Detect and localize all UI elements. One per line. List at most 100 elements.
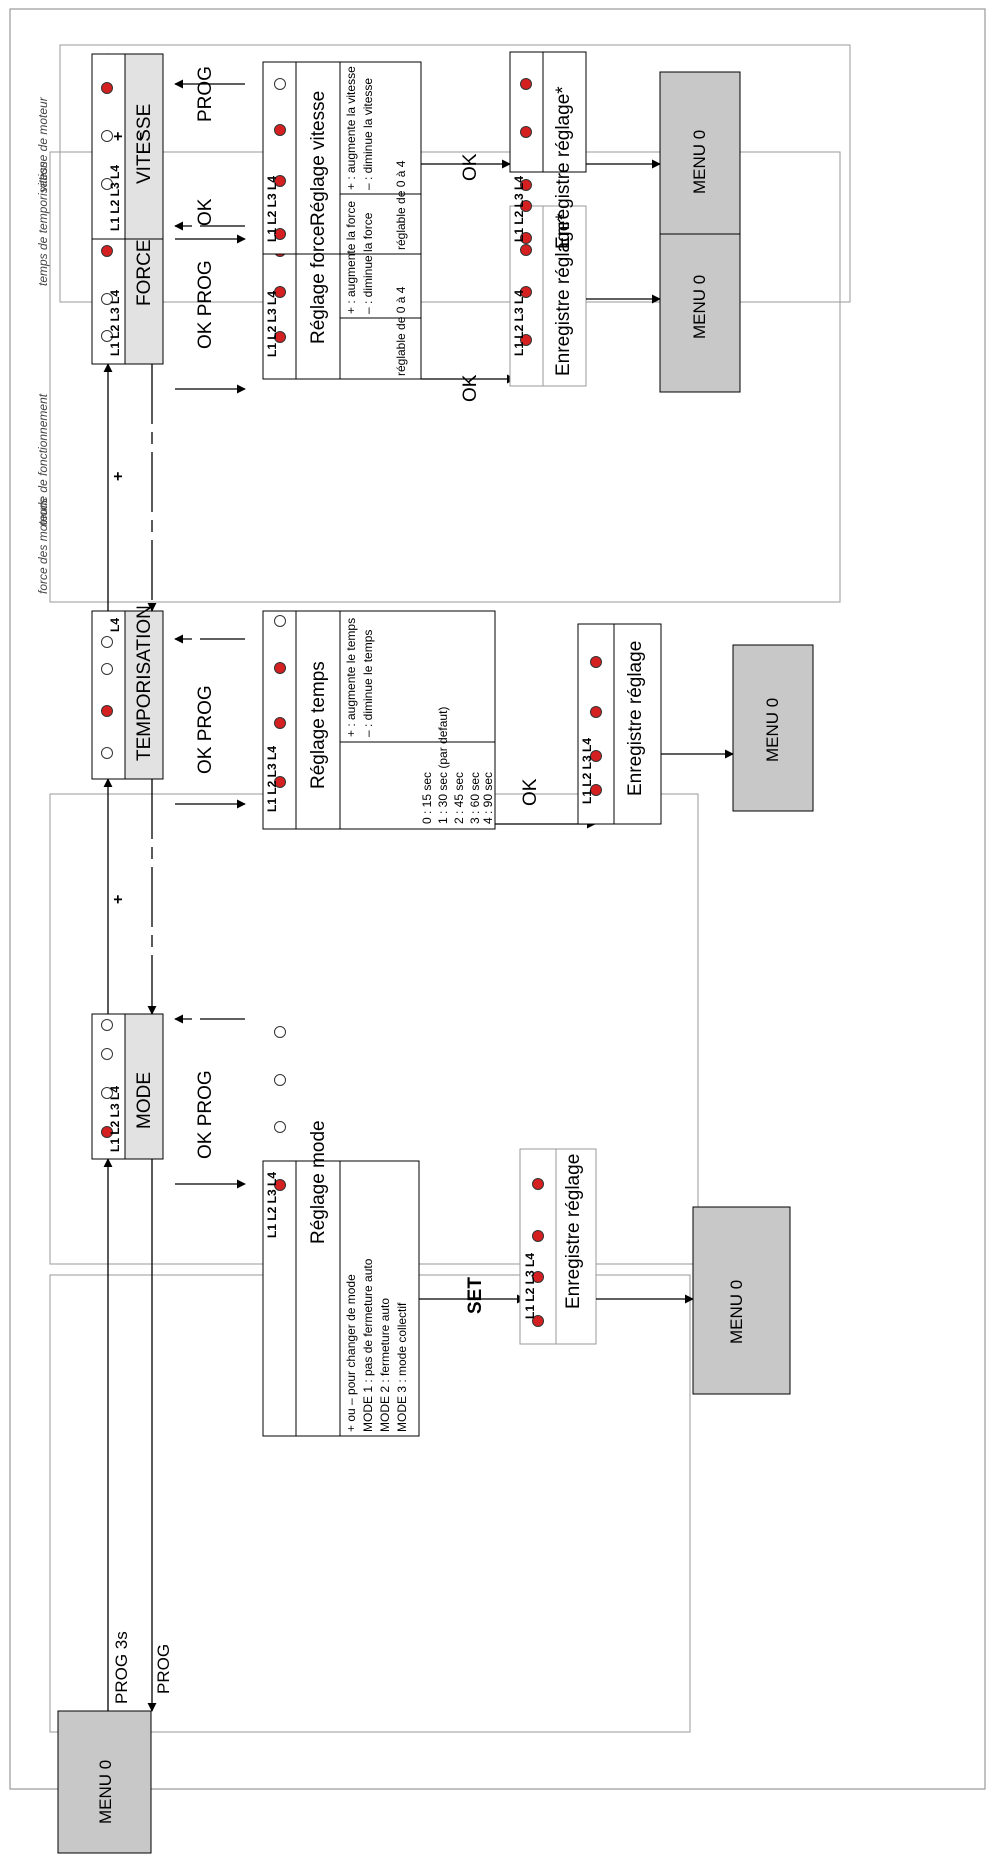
- mode-led-3: [101, 1048, 113, 1060]
- vitesse-column-label: force des moteurs: [36, 497, 50, 594]
- mode-save-title: Enregistre réglage: [563, 1153, 584, 1309]
- mode-setting-title: Réglage mode: [308, 1120, 329, 1244]
- vitesse-set-led-3: [274, 124, 286, 136]
- vitesse-set-led-2: [274, 175, 286, 187]
- mode-save-led-1: [532, 1315, 544, 1327]
- force-setting-title: Réglage force: [308, 225, 329, 344]
- vitesse-set-led-4: [274, 78, 286, 90]
- tempo-led-3: [101, 663, 113, 675]
- vitesse-save-led-1: [520, 232, 532, 244]
- force-note-1: – : diminue la force: [361, 212, 375, 314]
- mode-note-0: + ou – pour changer de mode: [344, 1274, 358, 1432]
- tempo-set-led-4: [274, 615, 286, 627]
- vitesse-save-led-4: [520, 78, 532, 90]
- mode-save-led-2: [532, 1271, 544, 1283]
- mode-title: MODE: [134, 1072, 155, 1129]
- vitesse-save-leds: L1 L2 L3 L4: [512, 175, 526, 242]
- tempo-title-bar: [124, 610, 164, 780]
- tempo-save-led-4: [590, 656, 602, 668]
- vitesse-note-1: – : diminue la vitesse: [361, 77, 375, 190]
- start-menu-label: MENU 0: [96, 1759, 115, 1824]
- force-save-leds: L1 L2 L3 L4: [512, 289, 526, 356]
- vitesse-save-led-3: [520, 126, 532, 138]
- force-set-led-2: [274, 286, 286, 298]
- mode-set-led-2: [274, 1121, 286, 1133]
- vitesse-menu-box[interactable]: [659, 71, 741, 235]
- tempo-set-led-1: [274, 776, 286, 788]
- vitesse-leds-label: L1 L2 L3 L4: [108, 164, 122, 231]
- vitesse-ok-label: OK: [195, 198, 216, 226]
- tempo-set-led-2: [274, 717, 286, 729]
- tempo-save-led-2: [590, 750, 602, 762]
- tempo-setting-title: Réglage temps: [308, 661, 329, 789]
- force-frame: [49, 151, 841, 603]
- mode-set-label: SET: [465, 1277, 486, 1314]
- tempo-option-3: 3 : 60 sec: [468, 771, 482, 824]
- mode-note-2: MODE 2 : fermeture auto: [378, 1297, 392, 1432]
- tempo-menu-label: MENU 0: [763, 697, 782, 762]
- force-ok-save-label: OK: [460, 374, 481, 402]
- mode-menu-box[interactable]: [692, 1206, 791, 1395]
- vitesse-setting-leds: L1 L2 L3 L4: [265, 175, 279, 242]
- prog-back-label: PROG: [154, 1643, 173, 1694]
- force-range: réglable de 0 à 4: [394, 286, 408, 376]
- force-led-2: [101, 293, 113, 305]
- vitesse-led-1: [101, 178, 113, 190]
- tempo-option-4: 4 : 90 sec: [481, 771, 495, 824]
- mode-led-2: [101, 1087, 113, 1099]
- tempo-led-2: [101, 705, 113, 717]
- tempo-setting-box[interactable]: [262, 610, 496, 830]
- tempo-note-1: – : diminue le temps: [361, 629, 375, 737]
- vitesse-setting-box[interactable]: [262, 61, 422, 255]
- force-save-led-2: [520, 286, 532, 298]
- mode-set-led-4: [274, 1026, 286, 1038]
- tempo-option-2: 2 : 45 sec: [452, 771, 466, 824]
- tempo-save-leds: L1 L2 L3 L4: [580, 737, 594, 804]
- tempo-option-1: 1 : 30 sec (par defaut): [436, 706, 450, 824]
- mode-title-bar: [124, 1013, 164, 1160]
- tempo-led-4: [101, 636, 113, 648]
- tempo-led-1: [101, 747, 113, 759]
- mode-save-led-4: [532, 1178, 544, 1190]
- tempo-set-led-3: [274, 662, 286, 674]
- vitesse-frame: [59, 44, 851, 303]
- mode-note-3: MODE 3 : mode collectif: [395, 1302, 409, 1432]
- plus-label-2: +: [110, 471, 127, 481]
- mode-setting-leds: L1 L2 L3 L4: [265, 1171, 279, 1238]
- tempo-save-box: [577, 623, 662, 825]
- vitesse-title-bar: [124, 53, 164, 240]
- mode-set-led-1: [274, 1179, 286, 1191]
- plus-label-1: +: [110, 894, 127, 904]
- plus-label-3: +: [110, 131, 127, 141]
- vitesse-range: réglable de 0 à 4: [394, 160, 408, 250]
- mode-save-box: [519, 1148, 597, 1345]
- tempo-ok-save-label: OK: [520, 778, 541, 806]
- force-set-led-1: [274, 331, 286, 343]
- mode-led-4: [101, 1019, 113, 1031]
- mode-save-led-3: [532, 1230, 544, 1242]
- force-note-0: + : augmente la force: [344, 200, 358, 314]
- tempo-menu-box[interactable]: [732, 644, 814, 812]
- force-led-3: [101, 245, 113, 257]
- tempo-save-led-1: [590, 784, 602, 796]
- vitesse-set-led-1: [274, 228, 286, 240]
- tempo-title: TEMPORISATION: [134, 605, 155, 761]
- tempo-save-title: Enregistre réglage: [625, 640, 646, 796]
- force-save-led-4: [520, 200, 532, 212]
- tempo-ok-label: OK PROG: [195, 685, 216, 774]
- vitesse-menu-label: MENU 0: [690, 129, 709, 194]
- vitesse-note-0: + : augmente la vitesse: [344, 66, 358, 190]
- tempo-option-0: 0 : 15 sec: [420, 771, 434, 824]
- prog3s-label: PROG 3s: [112, 1631, 131, 1704]
- vitesse-title: VITESSE: [134, 103, 155, 184]
- tempo-save-led-3: [590, 706, 602, 718]
- force-save-led-1: [520, 334, 532, 346]
- force-ok-label: OK PROG: [195, 260, 216, 349]
- mode-ok-label: OK PROG: [195, 1070, 216, 1159]
- start-menu-box[interactable]: [57, 1710, 152, 1854]
- force-menu-label: MENU 0: [690, 274, 709, 339]
- vitesse-ok-save-label: OK: [460, 153, 481, 181]
